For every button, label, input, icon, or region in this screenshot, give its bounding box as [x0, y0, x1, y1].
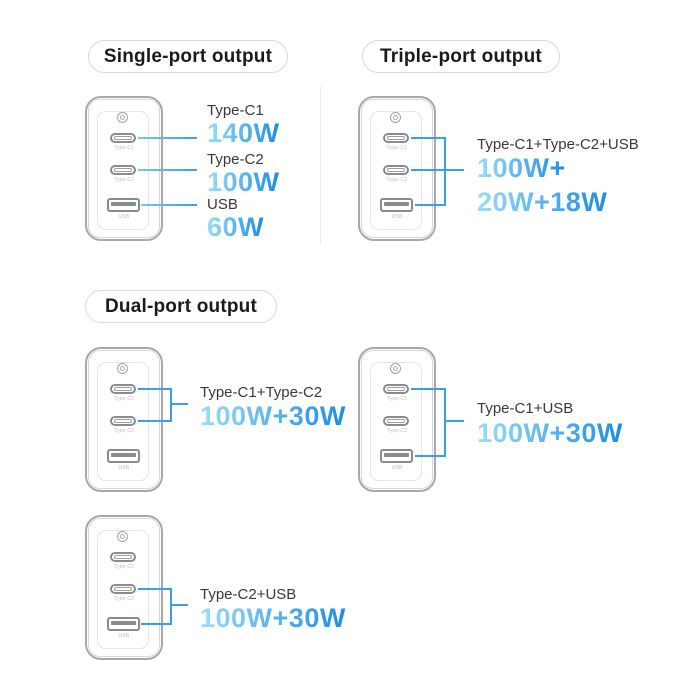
brand-logo-icon [390, 112, 401, 123]
bracket-vertical [170, 588, 172, 625]
callout-wattage: 60W [207, 212, 265, 242]
callout-wattage: 140W [207, 118, 280, 148]
bracket-lead [172, 604, 188, 606]
bracket-stub-c1 [411, 137, 446, 139]
usb-port-label: USB [391, 465, 403, 471]
type-c1-port-label: Type-C1 [113, 145, 135, 151]
charger-device-dual-c1usb: Type-C1 Type-C2 USB [358, 347, 436, 492]
callout-port-name: Type-C2 [207, 151, 264, 168]
section-header-dual-port: Dual-port output [85, 290, 277, 323]
charger-device-single: Type-C1 Type-C2 USB [85, 96, 163, 241]
brand-logo-icon [117, 363, 128, 374]
type-c1-port-label: Type-C1 [386, 145, 408, 151]
type-c2-port-label: Type-C2 [113, 596, 135, 602]
bracket-vertical [170, 388, 172, 422]
usb-port-label: USB [391, 214, 403, 220]
bracket-stub-c1 [138, 388, 172, 390]
section-header-single-port-label: Single-port output [103, 45, 273, 67]
connector-line-usb [141, 204, 197, 206]
type-c2-port-icon [110, 416, 136, 426]
bracket-stub-c2 [411, 169, 446, 171]
callout-port-combo: Type-C1+Type-C2+USB [477, 136, 639, 153]
type-c1-port-label: Type-C1 [386, 396, 408, 402]
type-c1-port-icon [383, 384, 409, 394]
callout-port-name: Type-C1 [207, 102, 264, 119]
bracket-stub-usb [415, 204, 446, 206]
usb-port-label: USB [118, 633, 130, 639]
brand-logo-icon [390, 363, 401, 374]
charger-face-panel [370, 362, 422, 481]
callout-port-combo: Type-C1+Type-C2 [200, 384, 323, 401]
callout-wattage: 100W+ [477, 153, 566, 183]
type-c2-port-label: Type-C2 [386, 428, 408, 434]
type-c2-port-label: Type-C2 [386, 177, 408, 183]
type-c1-port-icon [383, 133, 409, 143]
callout-wattage: 100W+30W [200, 603, 346, 633]
brand-logo-icon [117, 112, 128, 123]
callout-wattage: 20W+18W [477, 187, 608, 217]
section-header-triple-port: Triple-port output [362, 40, 560, 73]
connector-line-c2 [138, 169, 197, 171]
bracket-lead [446, 420, 464, 422]
callout-port-combo: Type-C2+USB [200, 586, 297, 603]
callout-port-name: USB [207, 196, 238, 213]
callout-wattage: 100W+30W [477, 418, 623, 448]
charger-device-triple: Type-C1 Type-C2 USB [358, 96, 436, 241]
section-divider [320, 86, 321, 244]
type-c2-port-icon [383, 165, 409, 175]
bracket-stub-usb [415, 455, 446, 457]
bracket-stub-c2 [138, 588, 172, 590]
bracket-lead [172, 403, 188, 405]
callout-wattage: 100W [207, 167, 280, 197]
charger-inner-outline [361, 350, 433, 489]
charger-inner-outline [88, 518, 160, 657]
section-header-dual-port-label: Dual-port output [105, 295, 257, 317]
usb-a-port-icon [380, 198, 413, 212]
type-c2-port-label: Type-C2 [113, 177, 135, 183]
bracket-vertical [444, 388, 446, 457]
charger-inner-outline [361, 99, 433, 238]
charger-device-dual-c2usb: Type-C1 Type-C2 USB [85, 515, 163, 660]
type-c1-port-label: Type-C1 [113, 396, 135, 402]
charger-inner-outline [88, 350, 160, 489]
brand-logo-icon [117, 531, 128, 542]
type-c1-port-icon [110, 384, 136, 394]
bracket-stub-c1 [411, 388, 446, 390]
bracket-stub-c2 [138, 420, 172, 422]
callout-wattage: 100W+30W [200, 401, 346, 431]
bracket-vertical [444, 137, 446, 206]
bracket-stub-usb [141, 623, 172, 625]
charger-inner-outline [88, 99, 160, 238]
type-c2-port-icon [110, 584, 136, 594]
section-header-triple-port-label: Triple-port output [380, 45, 542, 67]
callout-port-combo: Type-C1+USB [477, 400, 574, 417]
connector-line-c1 [138, 137, 197, 139]
usb-a-port-icon [107, 617, 140, 631]
usb-port-label: USB [118, 465, 130, 471]
usb-a-port-icon [107, 449, 140, 463]
section-header-single-port: Single-port output [88, 40, 288, 73]
type-c2-port-label: Type-C2 [113, 428, 135, 434]
type-c2-port-icon [110, 165, 136, 175]
type-c1-port-icon [110, 133, 136, 143]
charger-device-dual-c1c2: Type-C1 Type-C2 USB [85, 347, 163, 492]
usb-a-port-icon [380, 449, 413, 463]
bracket-lead [446, 169, 464, 171]
type-c2-port-icon [383, 416, 409, 426]
usb-port-label: USB [118, 214, 130, 220]
usb-a-port-icon [107, 198, 140, 212]
type-c1-port-label: Type-C1 [113, 564, 135, 570]
type-c1-port-icon [110, 552, 136, 562]
